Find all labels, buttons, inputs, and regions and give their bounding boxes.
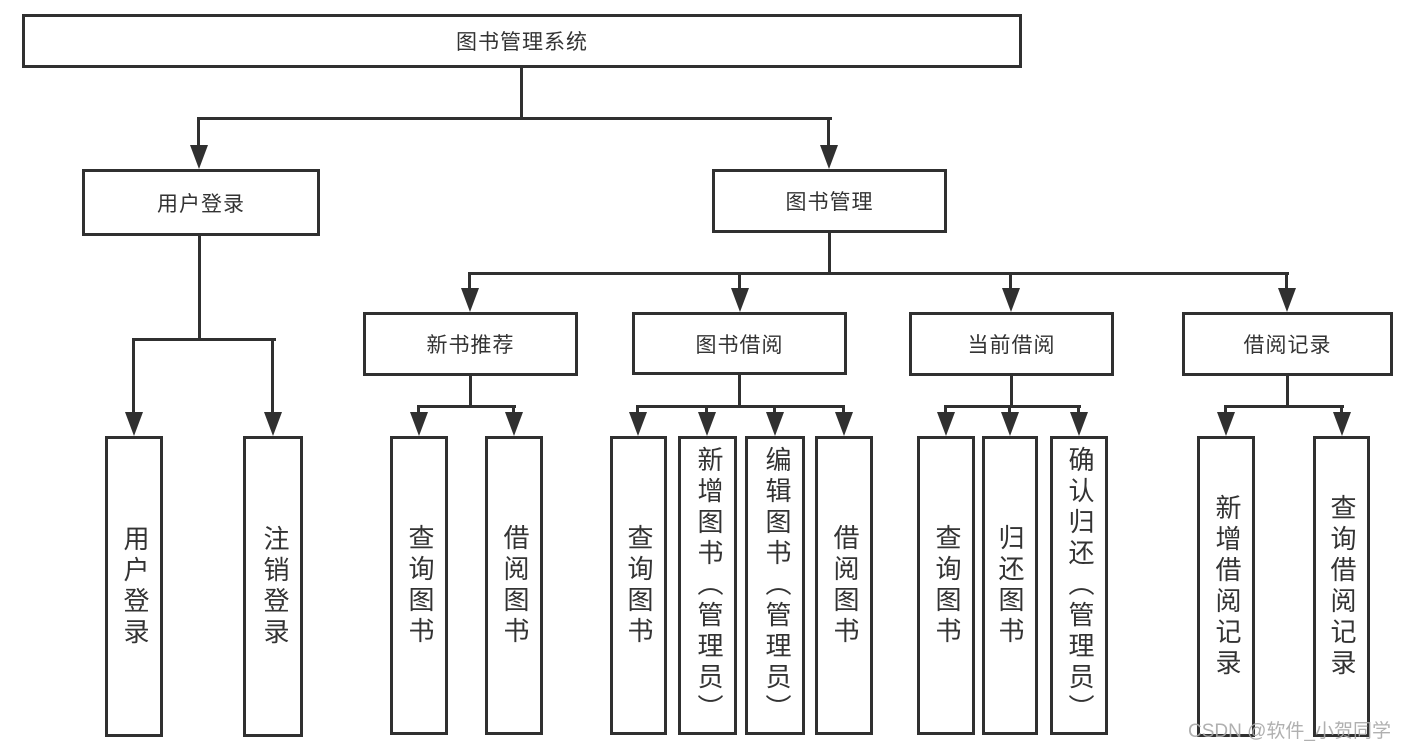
down-arrow-icon [264, 338, 282, 436]
leaf-user-login: 用户登录 [105, 436, 163, 737]
connector-line [469, 272, 1289, 275]
connector-line [520, 67, 523, 118]
connector-line [133, 338, 276, 341]
node-library-management-system: 图书管理系统 [22, 14, 1022, 68]
down-arrow-icon [1002, 272, 1020, 312]
down-arrow-icon [1001, 405, 1019, 436]
node-borrow-records: 借阅记录 [1182, 312, 1393, 376]
down-arrow-icon [766, 405, 784, 436]
leaf-add-borrow-record: 新增借阅记录 [1197, 436, 1255, 737]
leaf-return-book: 归还图书 [982, 436, 1038, 735]
down-arrow-icon [820, 117, 838, 169]
down-arrow-icon [1278, 272, 1296, 312]
leaf-confirm-return-admin: 确认归还（管理员） [1050, 436, 1108, 735]
connector-line [469, 376, 472, 407]
down-arrow-icon [1070, 405, 1088, 436]
down-arrow-icon [1333, 405, 1351, 436]
down-arrow-icon [125, 338, 143, 436]
connector-line [945, 405, 1081, 408]
leaf-query-books-recommend: 查询图书 [390, 436, 448, 735]
csdn-watermark: CSDN @软件_小贺同学 [1188, 721, 1391, 742]
leaf-query-books-borrow: 查询图书 [610, 436, 667, 735]
node-user-login: 用户登录 [82, 169, 320, 236]
connector-line [1286, 376, 1289, 407]
down-arrow-icon [629, 405, 647, 436]
node-book-management: 图书管理 [712, 169, 947, 233]
down-arrow-icon [835, 405, 853, 436]
connector-line [418, 405, 516, 408]
leaf-query-books-current: 查询图书 [917, 436, 975, 735]
node-book-borrow: 图书借阅 [632, 312, 847, 375]
down-arrow-icon [698, 405, 716, 436]
node-new-book-recommend: 新书推荐 [363, 312, 578, 376]
connector-line [198, 236, 201, 339]
leaf-borrow-books-recommend: 借阅图书 [485, 436, 543, 735]
down-arrow-icon [937, 405, 955, 436]
leaf-logout: 注销登录 [243, 436, 303, 737]
connector-line [1010, 376, 1013, 407]
connector-line [1225, 405, 1344, 408]
down-arrow-icon [1217, 405, 1235, 436]
down-arrow-icon [190, 117, 208, 169]
leaf-query-borrow-record: 查询借阅记录 [1313, 436, 1370, 737]
down-arrow-icon [461, 272, 479, 312]
leaf-borrow-books: 借阅图书 [815, 436, 873, 735]
down-arrow-icon [731, 272, 749, 312]
down-arrow-icon [410, 405, 428, 436]
connector-line [738, 375, 741, 407]
node-current-borrow: 当前借阅 [909, 312, 1114, 376]
down-arrow-icon [505, 405, 523, 436]
connector-line [198, 117, 832, 120]
leaf-add-book-admin: 新增图书（管理员） [678, 436, 737, 735]
connector-line [637, 405, 845, 408]
leaf-edit-book-admin: 编辑图书（管理员） [745, 436, 805, 735]
connector-line [828, 233, 831, 275]
